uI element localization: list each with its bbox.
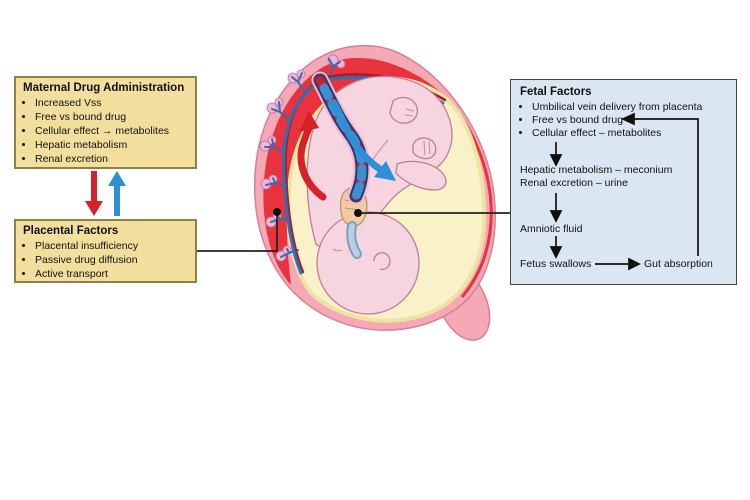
callout-leaders — [197, 208, 510, 252]
cord-loop-below-hand — [346, 221, 362, 259]
stage-swallow: Fetus swallows — [520, 258, 592, 270]
maternal-box-list: Increased Vss Free vs bound drug Cellula… — [16, 96, 195, 166]
placental-item: Passive drug diffusion — [35, 253, 191, 267]
villi-vessels — [264, 58, 341, 258]
stage-hepatic: Hepatic metabolism – meconium — [520, 164, 673, 176]
umbilical-arterial-flow-red-arrow-icon — [297, 111, 327, 201]
maternal-item: Free vs bound drug — [35, 110, 191, 124]
maternal-item: Renal excretion — [35, 152, 191, 166]
down-arrow-icon — [549, 142, 563, 167]
maternal-item: Hepatic metabolism — [35, 138, 191, 152]
leader-line-placenta — [197, 214, 278, 252]
maternal-item: Increased Vss — [35, 96, 191, 110]
placental-box-title: Placental Factors — [23, 225, 119, 237]
placental-box-list: Placental insufficiency Passive drug dif… — [16, 239, 195, 281]
maternal-drug-administration-box: Maternal Drug Administration Increased V… — [14, 76, 197, 169]
maternal-placental-exchange-arrows — [85, 171, 126, 216]
placenta-callout-dot — [273, 208, 281, 216]
fetal-item: Cellular effect – metabolites — [532, 127, 702, 140]
umbilical-venous-flow-blue-arrow-icon — [330, 99, 396, 181]
gut-to-blood-feedback-arrow — [620, 112, 699, 256]
uterus — [254, 44, 496, 341]
maternal-box-title: Maternal Drug Administration — [23, 82, 185, 94]
blue-up-arrow-icon — [108, 171, 126, 216]
swallow-to-gut-arrow-icon — [595, 257, 641, 271]
fetal-box-title: Fetal Factors — [520, 86, 592, 98]
fetus-foot — [389, 96, 419, 124]
placental-factors-box: Placental Factors Placental insufficienc… — [14, 219, 197, 283]
fetal-box-list: Umbilical vein delivery from placenta Fr… — [520, 101, 702, 140]
fetus-ear — [373, 252, 391, 270]
down-arrow-icon — [549, 236, 563, 259]
stage-amniotic: Amniotic fluid — [520, 223, 583, 235]
placental-item: Placental insufficiency — [35, 239, 191, 253]
fetus-callout-dot — [354, 209, 362, 217]
fetus-head — [316, 211, 420, 315]
fetus-knee — [395, 160, 447, 191]
fetal-item: Free vs bound drug — [532, 114, 702, 127]
placental-item: Active transport — [35, 267, 191, 281]
maternal-item: Cellular effect → metabolites — [35, 124, 191, 138]
stage-gut: Gut absorption — [644, 258, 713, 270]
fetal-factors-box: Fetal Factors Umbilical vein delivery fr… — [510, 79, 737, 285]
red-down-arrow-icon — [85, 171, 103, 216]
down-arrow-icon — [549, 193, 563, 223]
stage-renal: Renal excretion – urine — [520, 177, 628, 189]
fetal-box-flow-arrows — [549, 112, 699, 271]
fetal-item: Umbilical vein delivery from placenta — [532, 101, 702, 114]
